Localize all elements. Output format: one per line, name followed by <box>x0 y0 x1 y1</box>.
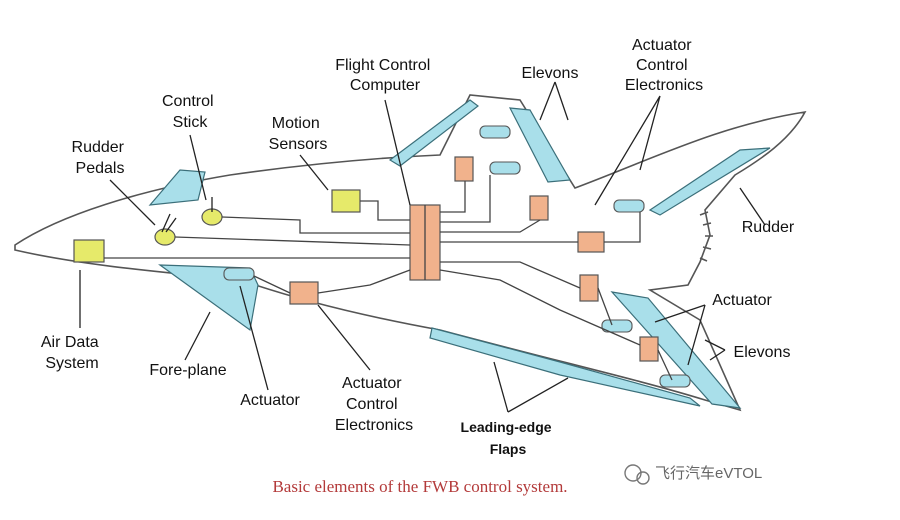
pointers <box>79 81 766 413</box>
label-ace-bottom: Actuator Control Electronics <box>335 375 413 434</box>
ace-box-4 <box>579 274 599 302</box>
pedal-stick-icon <box>161 213 177 233</box>
wiring <box>104 175 673 381</box>
actuator-1 <box>479 125 511 139</box>
ace-box-6 <box>289 281 319 305</box>
leading-edge-flap-top <box>388 99 479 167</box>
label-rudder-pedals: Rudder Pedals <box>72 139 129 177</box>
control-surfaces <box>148 99 771 409</box>
label-control-stick: Control Stick <box>162 93 218 131</box>
actuator-2 <box>489 161 521 175</box>
ace-box-5 <box>639 336 659 362</box>
label-actuator-bottom: Actuator <box>240 392 300 409</box>
watermark: 飞行汽车eVTOL <box>624 464 762 485</box>
fore-plane-surface <box>158 264 259 332</box>
actuator-6 <box>659 374 691 388</box>
sensors <box>73 189 361 263</box>
actuators <box>223 125 691 388</box>
label-elevons-right: Elevons <box>734 344 791 361</box>
elevon-top <box>508 107 571 183</box>
ace-box-2 <box>529 195 549 221</box>
elevon-bottom <box>610 291 742 409</box>
labels: Flight Control Computer Elevons Actuator… <box>41 37 795 457</box>
watermark-text: 飞行汽车eVTOL <box>655 465 762 482</box>
leading-edge-flap-bottom <box>429 327 701 407</box>
label-ace-top: Actuator Control Electronics <box>625 37 703 94</box>
label-elevons-top: Elevons <box>522 65 579 82</box>
label-rudder: Rudder <box>742 219 795 236</box>
rudder-surface <box>648 147 771 216</box>
label-fore-plane: Fore-plane <box>149 362 226 379</box>
actuator-3 <box>613 199 645 213</box>
figure-caption: Basic elements of the FWB control system… <box>272 477 567 496</box>
label-leading-edge-flaps: Leading-edge Flaps <box>461 419 556 457</box>
ace-box-3 <box>577 231 605 253</box>
label-motion-sensors: Motion Sensors <box>269 115 328 153</box>
label-flight-control-computer: Flight Control Computer <box>335 57 435 94</box>
motion-sensor-box <box>331 189 361 213</box>
actuator-4 <box>223 267 255 281</box>
actuator-5 <box>601 319 633 333</box>
rudder-pedal-unit <box>154 228 176 246</box>
air-data-box <box>73 239 105 263</box>
ace-box-1 <box>454 156 474 182</box>
label-air-data-system: Air Data System <box>41 334 103 372</box>
canard-top <box>148 169 206 206</box>
label-actuator-right: Actuator <box>712 292 772 309</box>
